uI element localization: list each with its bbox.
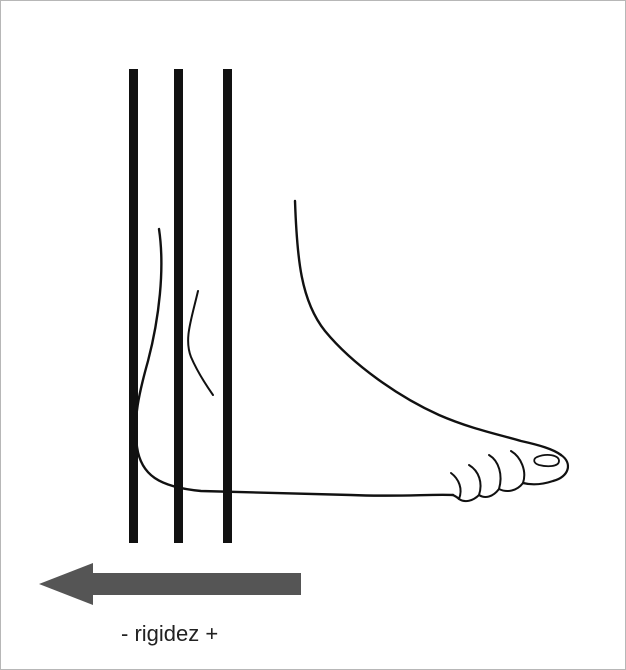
left-arrow-icon [39,563,301,605]
stiffness-bar-3 [223,69,232,543]
stiffness-bar-2 [174,69,183,543]
toe-4 [459,465,481,501]
stiffness-caption: - rigidez + [121,621,218,647]
shin-top-line [295,201,561,455]
toe-3 [479,455,501,497]
toe-2 [499,451,524,491]
ankle-line [188,291,213,395]
big-toe [523,455,568,484]
sole-line [453,495,459,499]
stiffness-bar-1 [129,69,138,543]
foot-outline-icon [136,201,568,501]
heel-line [136,229,453,496]
toenail [534,455,559,466]
